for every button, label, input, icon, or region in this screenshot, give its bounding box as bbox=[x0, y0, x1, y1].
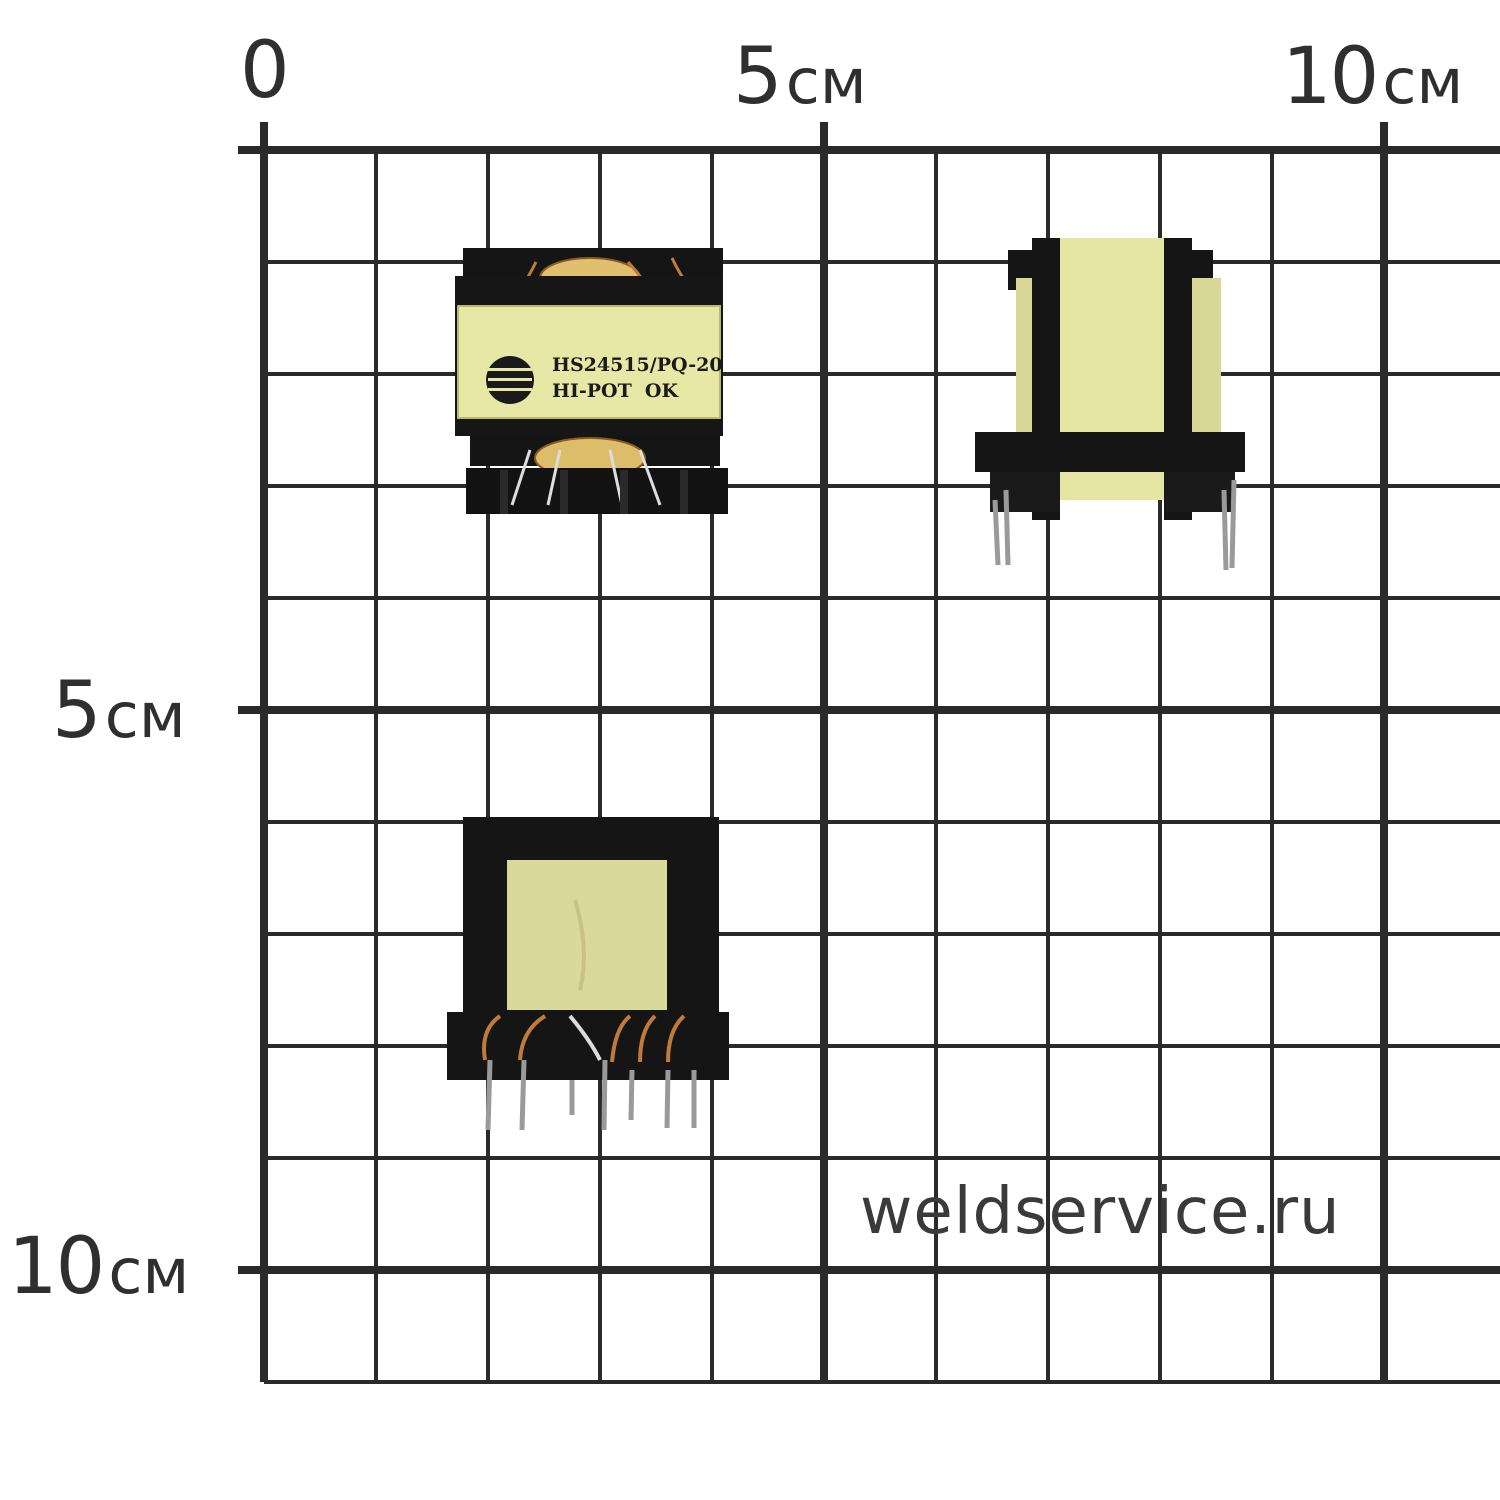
top-scale-10cm-unit: см bbox=[1382, 45, 1464, 118]
left-scale-5cm: 5 см bbox=[52, 672, 186, 750]
transformer-side-view bbox=[975, 238, 1245, 571]
hs-logo-icon bbox=[486, 356, 534, 404]
top-scale-5cm-unit: см bbox=[785, 45, 867, 118]
marking-line-1: HS24515/PQ-20 bbox=[552, 354, 723, 376]
top-scale-5cm: 5 см bbox=[733, 38, 867, 116]
left-scale-10cm: 10 см bbox=[8, 1228, 189, 1306]
top-scale-5cm-number: 5 bbox=[733, 32, 783, 122]
left-scale-5cm-number: 5 bbox=[52, 666, 102, 756]
transformer-front-view bbox=[447, 817, 729, 1131]
marking-line-2: HI-POT OK bbox=[552, 380, 678, 402]
top-scale-10cm: 10 см bbox=[1282, 38, 1463, 116]
top-scale-10cm-number: 10 bbox=[1282, 32, 1379, 122]
left-scale-10cm-unit: см bbox=[108, 1235, 190, 1308]
left-scale-5cm-unit: см bbox=[104, 679, 186, 752]
transformer-top-view bbox=[455, 248, 728, 514]
top-scale-zero: 0 bbox=[240, 26, 290, 116]
left-scale-10cm-number: 10 bbox=[8, 1222, 105, 1312]
watermark: weldservice.ru bbox=[860, 1175, 1341, 1249]
